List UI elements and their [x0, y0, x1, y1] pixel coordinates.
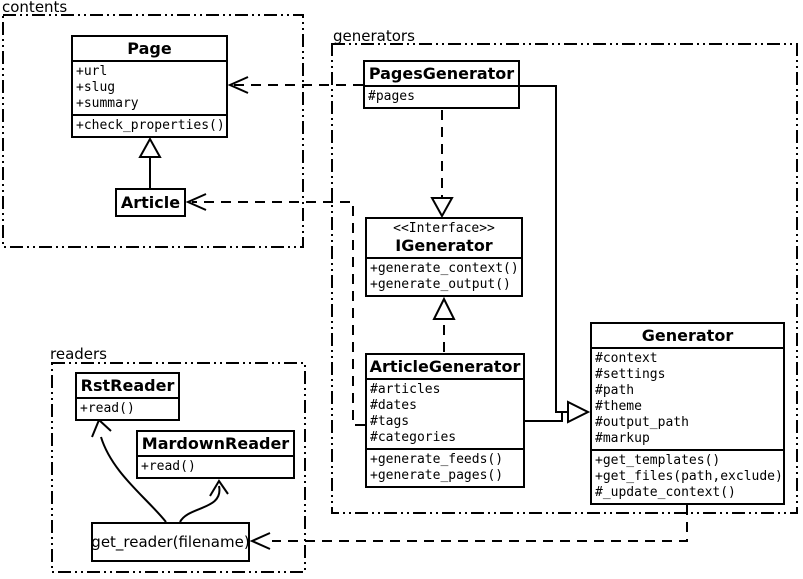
open-arrowhead-icon	[185, 193, 207, 211]
class-generator: Generator #context #settings #path #them…	[590, 322, 785, 505]
class-method: +get_files(path,exclude)	[595, 469, 783, 484]
class-method: +generate_feeds()	[370, 452, 504, 467]
class-name: MardownReader	[141, 434, 290, 453]
package-label-generators: generators	[333, 27, 415, 45]
class-name: ArticleGenerator	[369, 357, 521, 376]
class-stereotype: <<Interface>>	[393, 221, 495, 236]
class-attribute: +slug	[76, 80, 116, 95]
class-name: IGenerator	[395, 236, 493, 255]
class-method: +read()	[141, 459, 196, 474]
class-article: Article	[115, 188, 186, 217]
class-methods: +read()	[138, 455, 293, 477]
inheritance-triangle-icon	[138, 136, 162, 158]
edge-articlegenerator-to-article-dependency	[185, 193, 365, 426]
class-method: +read()	[80, 401, 135, 416]
package-border-generators	[331, 43, 798, 514]
class-attributes: +url +slug +summary	[73, 60, 226, 114]
class-attribute: #path	[595, 383, 635, 398]
class-method: +generate_output()	[370, 277, 511, 292]
class-markdown-reader: MardownReader +read()	[136, 430, 295, 479]
class-name: RstReader	[80, 376, 175, 395]
class-methods: +generate_context() +generate_output()	[367, 257, 521, 295]
package-label-contents: contents	[2, 0, 68, 16]
class-attribute: #output_path	[595, 415, 689, 430]
package-border-readers	[51, 362, 306, 573]
edge-getreader-to-mardownreader	[179, 479, 229, 523]
class-attribute: #categories	[370, 430, 457, 445]
class-methods: +generate_feeds() +generate_pages()	[367, 448, 523, 486]
class-methods: +get_templates() +get_files(path,exclude…	[592, 449, 783, 503]
edge-pagesgenerator-to-igenerator-realization	[430, 110, 454, 219]
edge-article-to-page-inheritance	[138, 136, 162, 190]
class-attribute: +summary	[76, 96, 139, 111]
class-attribute: #tags	[370, 414, 410, 429]
edge-generator-to-getreader-dependency	[249, 505, 688, 550]
open-arrowhead-icon	[227, 76, 249, 94]
class-attribute: #context	[595, 351, 658, 366]
class-name: PagesGenerator	[368, 64, 515, 83]
class-title: <<Interface>> IGenerator	[367, 219, 521, 257]
class-attributes: #context #settings #path #theme #output_…	[592, 347, 783, 449]
class-attribute: #articles	[370, 382, 441, 397]
class-attribute: +url	[76, 64, 108, 79]
open-arrowhead-icon	[91, 418, 112, 438]
class-attribute: #pages	[368, 89, 415, 104]
class-article-generator: ArticleGenerator #articles #dates #tags …	[365, 353, 525, 488]
function-label: get_reader(filename)	[91, 533, 250, 551]
class-attribute: #dates	[370, 398, 417, 413]
inheritance-triangle-icon	[430, 197, 454, 219]
class-attributes: #pages	[365, 85, 518, 107]
class-method: +get_templates()	[595, 453, 721, 468]
class-methods: +check_properties()	[73, 114, 226, 136]
class-pages-generator: PagesGenerator #pages	[363, 60, 520, 109]
class-attribute: #settings	[595, 367, 666, 382]
inheritance-triangle-icon	[567, 400, 591, 424]
edge-generators-to-generator-inheritance	[520, 85, 591, 424]
open-arrowhead-icon	[249, 532, 271, 550]
open-arrowhead-icon	[209, 479, 229, 497]
package-label-readers: readers	[50, 345, 107, 363]
inheritance-triangle-icon	[432, 296, 456, 320]
package-border-contents	[2, 14, 304, 248]
class-name: Article	[120, 193, 181, 212]
edge-pagesgenerator-to-page-dependency	[227, 76, 363, 94]
function-node-get-reader: get_reader(filename)	[91, 522, 250, 562]
class-igenerator: <<Interface>> IGenerator +generate_conte…	[365, 217, 523, 297]
class-method: +generate_pages()	[370, 468, 504, 483]
edge-articlegenerator-to-igenerator-realization	[432, 296, 456, 352]
class-name: Generator	[641, 326, 734, 345]
class-page: Page +url +slug +summary +check_properti…	[71, 35, 228, 138]
class-method: #_update_context()	[595, 485, 736, 500]
class-attribute: #theme	[595, 399, 642, 414]
class-method: +check_properties()	[76, 118, 225, 133]
class-rst-reader: RstReader +read()	[75, 372, 180, 421]
class-attributes: #articles #dates #tags #categories	[367, 378, 523, 448]
class-name: Page	[127, 39, 172, 58]
class-attribute: #markup	[595, 431, 650, 446]
class-methods: +read()	[77, 397, 178, 419]
class-method: +generate_context()	[370, 261, 519, 276]
